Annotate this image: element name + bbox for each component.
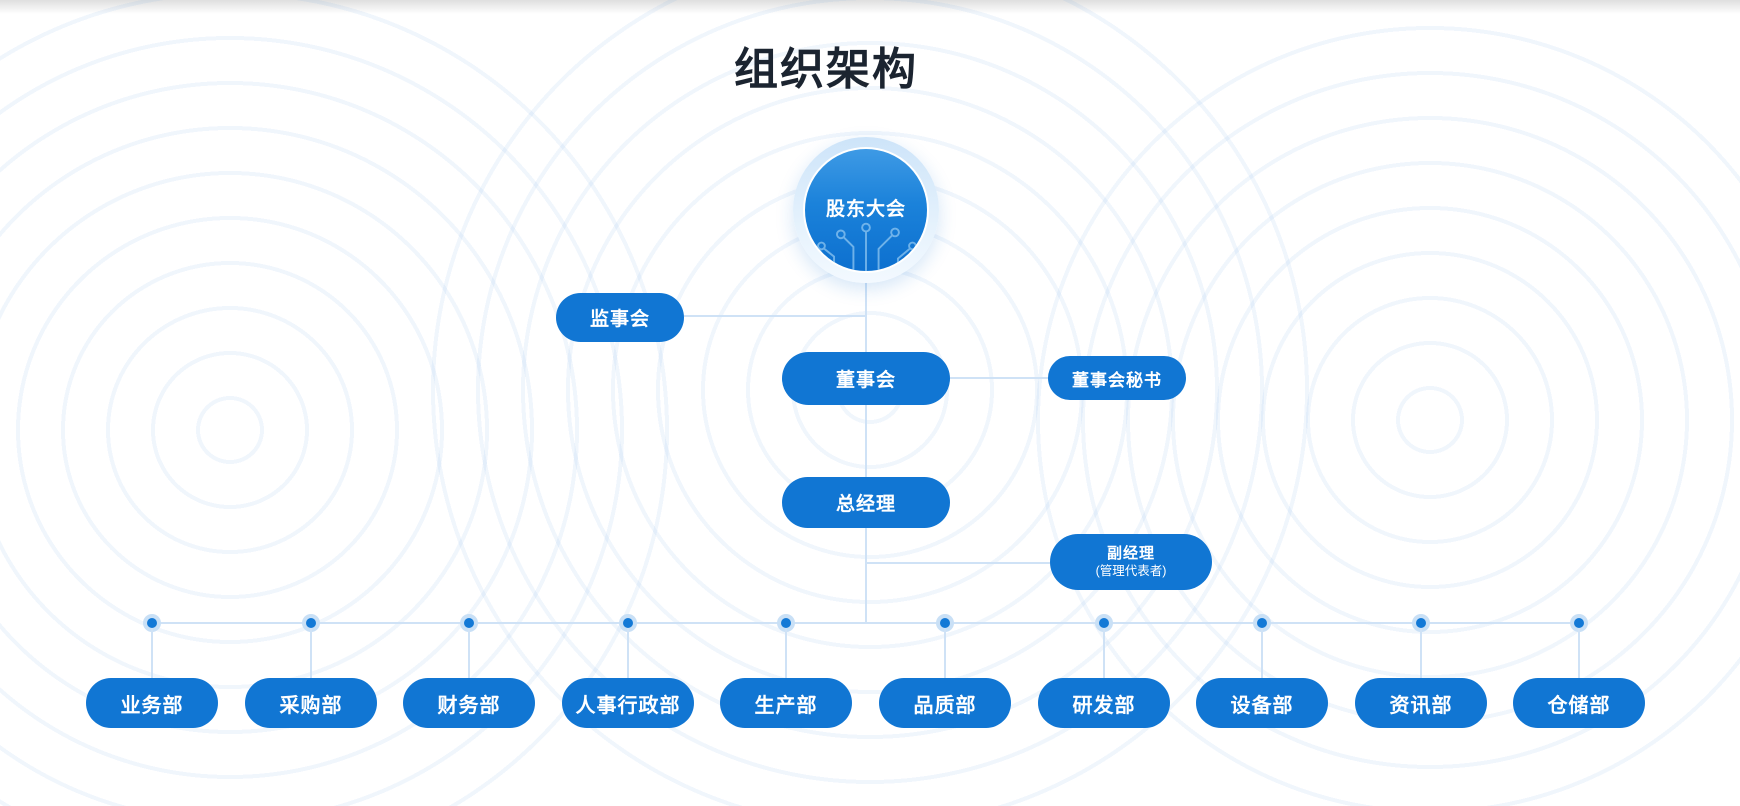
org-node-deputy-manager: 副经理 (管理代表者) (1050, 534, 1212, 590)
top-shadow-divider (0, 0, 1740, 14)
connector-departments-row (152, 622, 1580, 624)
org-node-board-of-directors: 董事会 (782, 352, 950, 405)
connector-stub (785, 628, 787, 678)
connector-dot (147, 618, 157, 628)
connector-trunk-vertical (865, 272, 867, 624)
connector-dot (940, 618, 950, 628)
connector-stub (627, 628, 629, 678)
org-node-department: 财务部 (403, 618, 535, 733)
connector-stub (1578, 628, 1580, 678)
department-pill: 人事行政部 (562, 678, 694, 728)
department-pill: 资讯部 (1355, 678, 1487, 728)
department-pill: 采购部 (245, 678, 377, 728)
department-pill: 研发部 (1038, 678, 1170, 728)
connector-dot (306, 618, 316, 628)
connector-stub (1420, 628, 1422, 678)
org-node-shareholders-meeting: 股东大会 (793, 137, 939, 283)
connector-stub (310, 628, 312, 678)
connector-stub (944, 628, 946, 678)
deputy-manager-sublabel: (管理代表者) (1095, 563, 1167, 578)
shareholders-circle: 股东大会 (803, 147, 929, 273)
org-node-department: 业务部 (86, 618, 218, 733)
page-title: 组织架构 (734, 45, 918, 94)
connector-dot (623, 618, 633, 628)
department-pill: 设备部 (1196, 678, 1328, 728)
org-node-department: 品质部 (879, 618, 1011, 733)
org-node-department: 研发部 (1038, 618, 1170, 733)
connector-dot (781, 618, 791, 628)
org-node-department: 采购部 (245, 618, 377, 733)
circuit-pattern-icon (812, 222, 920, 271)
connector-deputy-manager (866, 562, 1050, 564)
org-node-general-manager: 总经理 (782, 477, 950, 528)
department-pill: 财务部 (403, 678, 535, 728)
connector-supervisory-board (684, 315, 866, 317)
department-pill: 品质部 (879, 678, 1011, 728)
org-node-department: 生产部 (720, 618, 852, 733)
org-node-supervisory-board: 监事会 (556, 293, 684, 342)
connector-board-secretary (950, 377, 1048, 379)
connector-stub (1103, 628, 1105, 678)
department-pill: 仓储部 (1513, 678, 1645, 728)
connector-stub (151, 628, 153, 678)
connector-dot (1574, 618, 1584, 628)
connector-dot (1257, 618, 1267, 628)
org-node-department: 仓储部 (1513, 618, 1645, 733)
connector-stub (468, 628, 470, 678)
connector-stub (1261, 628, 1263, 678)
deputy-manager-label: 副经理 (1106, 544, 1155, 562)
department-pill: 业务部 (86, 678, 218, 728)
org-node-board-secretary: 董事会秘书 (1048, 356, 1186, 400)
org-node-department: 设备部 (1196, 618, 1328, 733)
connector-dot (1416, 618, 1426, 628)
org-node-label: 股东大会 (825, 198, 906, 220)
connector-dot (1099, 618, 1109, 628)
department-pill: 生产部 (720, 678, 852, 728)
connector-dot (464, 618, 474, 628)
org-node-department: 人事行政部 (562, 618, 694, 733)
org-node-department: 资讯部 (1355, 618, 1487, 733)
